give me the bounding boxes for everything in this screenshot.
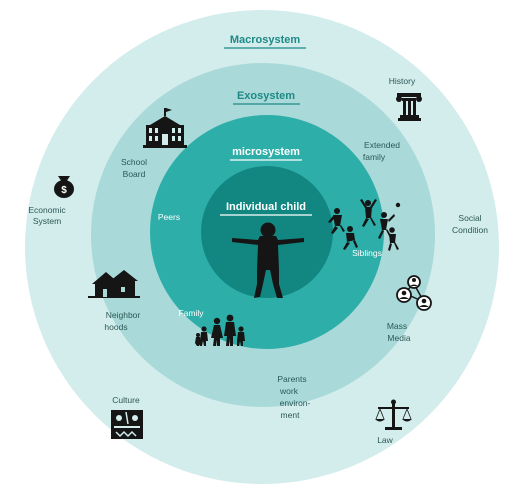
houses-icon [88,270,140,298]
people-network-icon [396,275,432,311]
label-culture: Culture [112,395,140,405]
school-building-icon [143,108,187,148]
label-parents-work-3: environ- [280,398,311,408]
label-economic-system-2: System [33,216,61,226]
label-mass-media-1: Mass [387,321,407,331]
label-family: Family [178,308,204,318]
microsystem-title: microsystem [232,146,300,158]
scales-icon [375,399,412,430]
family-icon [195,314,245,346]
label-peers: Peers [158,212,180,222]
label-social-condition-2: Condition [452,225,488,235]
label-social-condition-1: Social [458,213,481,223]
label-neighborhoods-1: Neighbor [106,310,141,320]
label-parents-work-2: work [279,386,299,396]
label-parents-work-1: Parents [277,374,306,384]
label-school-board-1: School [121,157,147,167]
label-mass-media-2: Media [387,333,410,343]
label-history: History [389,76,416,86]
label-extended-family-1: Extended [364,140,400,150]
label-law: Law [377,435,393,445]
label-school-board-2: Board [123,169,146,179]
label-extended-family-2: family [363,152,386,162]
tribal-art-icon [111,410,143,439]
svg-text:$: $ [61,185,67,196]
playing-children-icon [328,199,401,251]
exosystem-title: Exosystem [237,90,295,102]
money-bag-icon: $ [54,176,74,198]
label-parents-work-4: ment [281,410,301,420]
child-silhouette-icon [232,222,304,298]
label-economic-system-1: Economic [28,205,66,215]
macrosystem-title: Macrosystem [230,34,301,46]
label-neighborhoods-2: hoods [104,322,127,332]
column-icon [396,93,422,121]
individual-title: Individual child [226,201,306,213]
label-siblings: Siblings [352,248,382,258]
